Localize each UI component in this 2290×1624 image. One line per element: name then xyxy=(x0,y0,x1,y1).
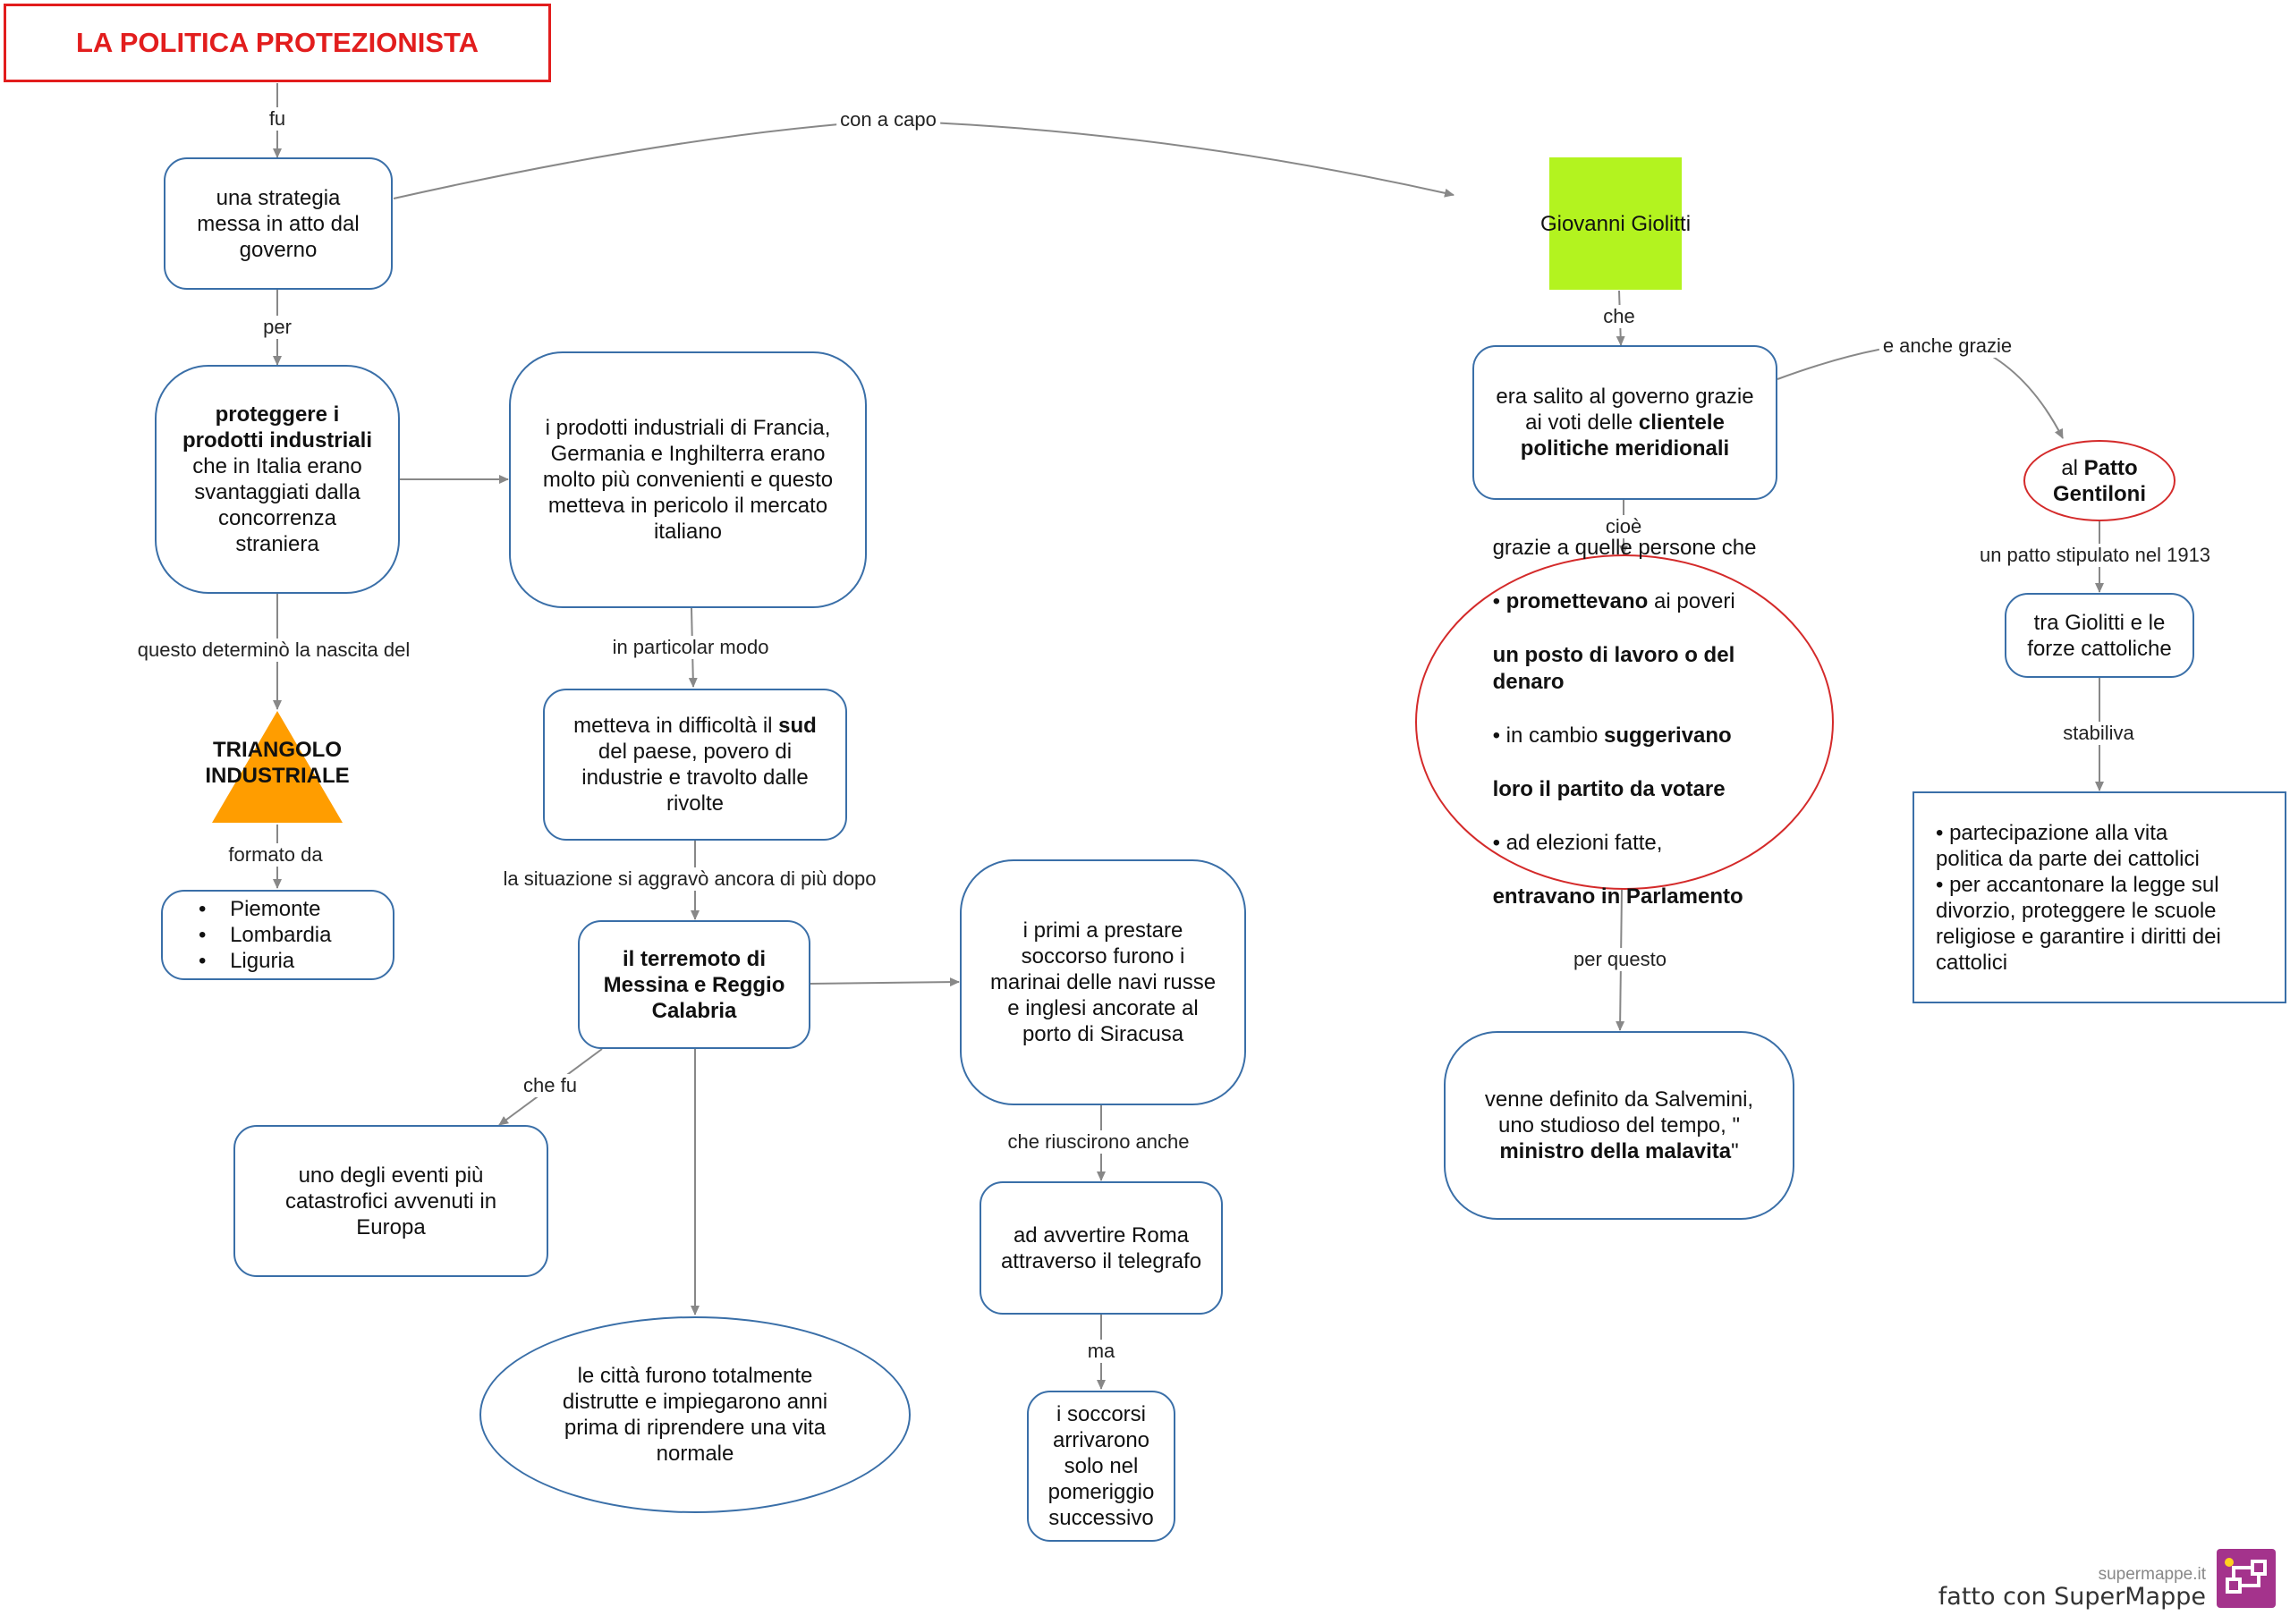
grazie-line1: grazie a quelle persone che xyxy=(1492,535,1757,560)
label-formato-da: formato da xyxy=(225,843,327,867)
label-riuscirono: che riuscirono anche xyxy=(1004,1130,1193,1154)
proteggere-bold: proteggere i prodotti industriali xyxy=(182,402,372,453)
node-patto: al Patto Gentiloni xyxy=(2023,440,2176,521)
proteggere-rest: che in Italia erano svantaggiati dalla c… xyxy=(192,454,362,556)
node-grazie: grazie a quelle persone che • prometteva… xyxy=(1415,536,1834,909)
node-catastrofici: uno degli eventi più catastrofici avvenu… xyxy=(233,1125,548,1277)
label-che-fu: che fu xyxy=(520,1074,581,1097)
giolitti-green-square xyxy=(1549,157,1682,290)
node-partecipazione: • partecipazione alla vita politica da p… xyxy=(1913,791,2286,1003)
node-roma: ad avvertire Roma attraverso il telegraf… xyxy=(980,1181,1223,1315)
triangle-shape xyxy=(212,711,343,823)
node-salito: era salito al governo grazie ai voti del… xyxy=(1472,345,1777,500)
footer-made-with: fatto con SuperMappe xyxy=(1938,1583,2206,1611)
label-che: che xyxy=(1599,305,1639,328)
regione-item: • Lombardia xyxy=(199,923,332,947)
regioni-list: • Piemonte • Lombardia • Liguria xyxy=(199,896,331,974)
page-title: LA POLITICA PROTEZIONISTA xyxy=(4,4,551,82)
label-patto-1913: un patto stipulato nel 1913 xyxy=(1975,544,2215,567)
node-triangolo: TRIANGOLO INDUSTRIALE xyxy=(205,738,350,788)
node-regioni: • Piemonte • Lombardia • Liguria xyxy=(161,890,394,980)
footer-site: supermappe.it xyxy=(2098,1565,2206,1584)
label-determino: questo determinò la nascita del xyxy=(133,639,414,662)
node-forze: tra Giolitti e le forze cattoliche xyxy=(2005,593,2194,678)
label-per-questo: per questo xyxy=(1570,948,1670,971)
label-ma: ma xyxy=(1083,1340,1119,1363)
regione-item: • Piemonte xyxy=(199,897,321,921)
supermappe-logo-icon xyxy=(2217,1549,2276,1608)
label-cioe: cioè xyxy=(1601,515,1646,538)
label-particolar-modo: in particolar modo xyxy=(608,636,773,659)
node-strategia: una strategia messa in atto dal governo xyxy=(164,157,393,290)
node-sud: metteva in difficoltà il sud del paese, … xyxy=(543,689,847,841)
regione-item: • Liguria xyxy=(199,949,295,973)
label-anche-grazie: e anche grazie xyxy=(1879,334,2016,358)
label-con-a-capo: con a capo xyxy=(836,108,940,131)
edge-terremoto-soccorso xyxy=(809,977,960,987)
node-salvemini: venne definito da Salvemini, uno studios… xyxy=(1444,1031,1794,1220)
node-terremoto: il terremoto di Messina e Reggio Calabri… xyxy=(578,920,810,1049)
node-pomeriggio: i soccorsi arrivarono solo nel pomeriggi… xyxy=(1027,1391,1175,1542)
label-fu: fu xyxy=(265,107,290,131)
node-citta: le città furono totalmente distrutte e i… xyxy=(479,1316,911,1513)
edge-strategia-giolitti xyxy=(393,119,1455,199)
node-proteggere: proteggere i prodotti industriali che in… xyxy=(155,365,400,594)
node-prodotti-francia: i prodotti industriali di Francia, Germa… xyxy=(509,351,867,608)
label-stabiliva: stabiliva xyxy=(2059,722,2138,745)
node-giolitti: Giovanni Giolitti xyxy=(1539,211,1692,236)
label-per: per xyxy=(259,316,295,339)
label-situazione: la situazione si aggravò ancora di più d… xyxy=(499,867,880,891)
node-soccorso: i primi a prestare soccorso furono i mar… xyxy=(960,859,1246,1105)
